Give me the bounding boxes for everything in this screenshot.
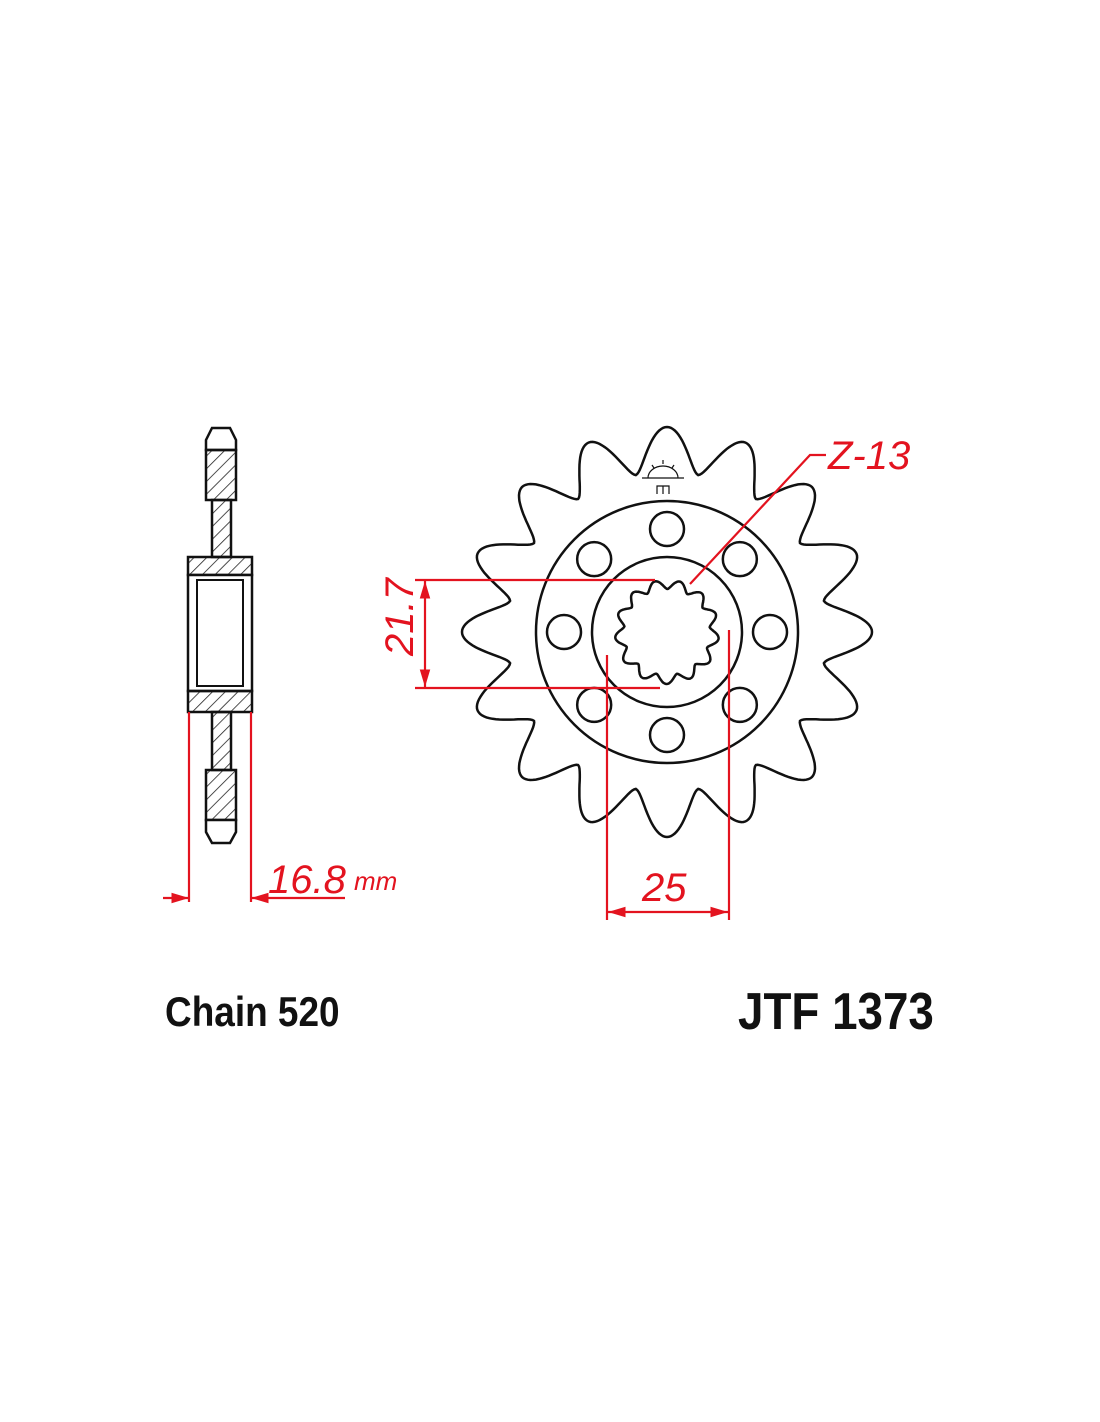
chain-size-label: Chain 520 xyxy=(165,988,340,1035)
spline-outline xyxy=(614,580,720,686)
dimensions xyxy=(163,453,826,920)
bolt-holes xyxy=(545,510,789,754)
bolt-hole xyxy=(721,540,759,578)
side-top-web xyxy=(210,498,233,559)
bolt-ring xyxy=(534,499,800,765)
dim-16-8-value: 16.8 xyxy=(268,858,347,902)
side-top-tooth-tip xyxy=(204,426,238,452)
side-hub-top xyxy=(186,555,254,577)
part-number-label: JTF 1373 xyxy=(738,983,934,1041)
sprocket-outline xyxy=(460,425,874,839)
dim-21-7-value: 21.7 xyxy=(378,576,422,657)
side-view xyxy=(186,426,254,845)
bolt-hole xyxy=(751,613,789,651)
z-13-leader xyxy=(689,453,826,585)
bolt-hole xyxy=(575,540,613,578)
front-view xyxy=(460,425,874,839)
side-bottom-tooth-tip xyxy=(204,818,238,845)
side-hub-bore-inner xyxy=(196,579,244,687)
dim-16-8-unit: mm xyxy=(354,866,397,896)
side-top-tooth xyxy=(204,448,238,502)
bolt-hole xyxy=(648,510,686,548)
teeth-count-label: Z-13 xyxy=(827,434,910,478)
bolt-hole xyxy=(721,686,759,724)
jt-logo xyxy=(642,460,684,494)
dimension-labels: 16.8 mm 21.7 25 Z-13 xyxy=(268,434,910,910)
hub-ring xyxy=(590,555,744,709)
side-bottom-web xyxy=(210,710,233,772)
dim-25-value: 25 xyxy=(641,866,687,910)
side-hub-bottom xyxy=(186,689,254,714)
bolt-hole xyxy=(545,613,583,651)
side-bottom-tooth xyxy=(204,768,238,822)
bolt-hole xyxy=(648,716,686,754)
